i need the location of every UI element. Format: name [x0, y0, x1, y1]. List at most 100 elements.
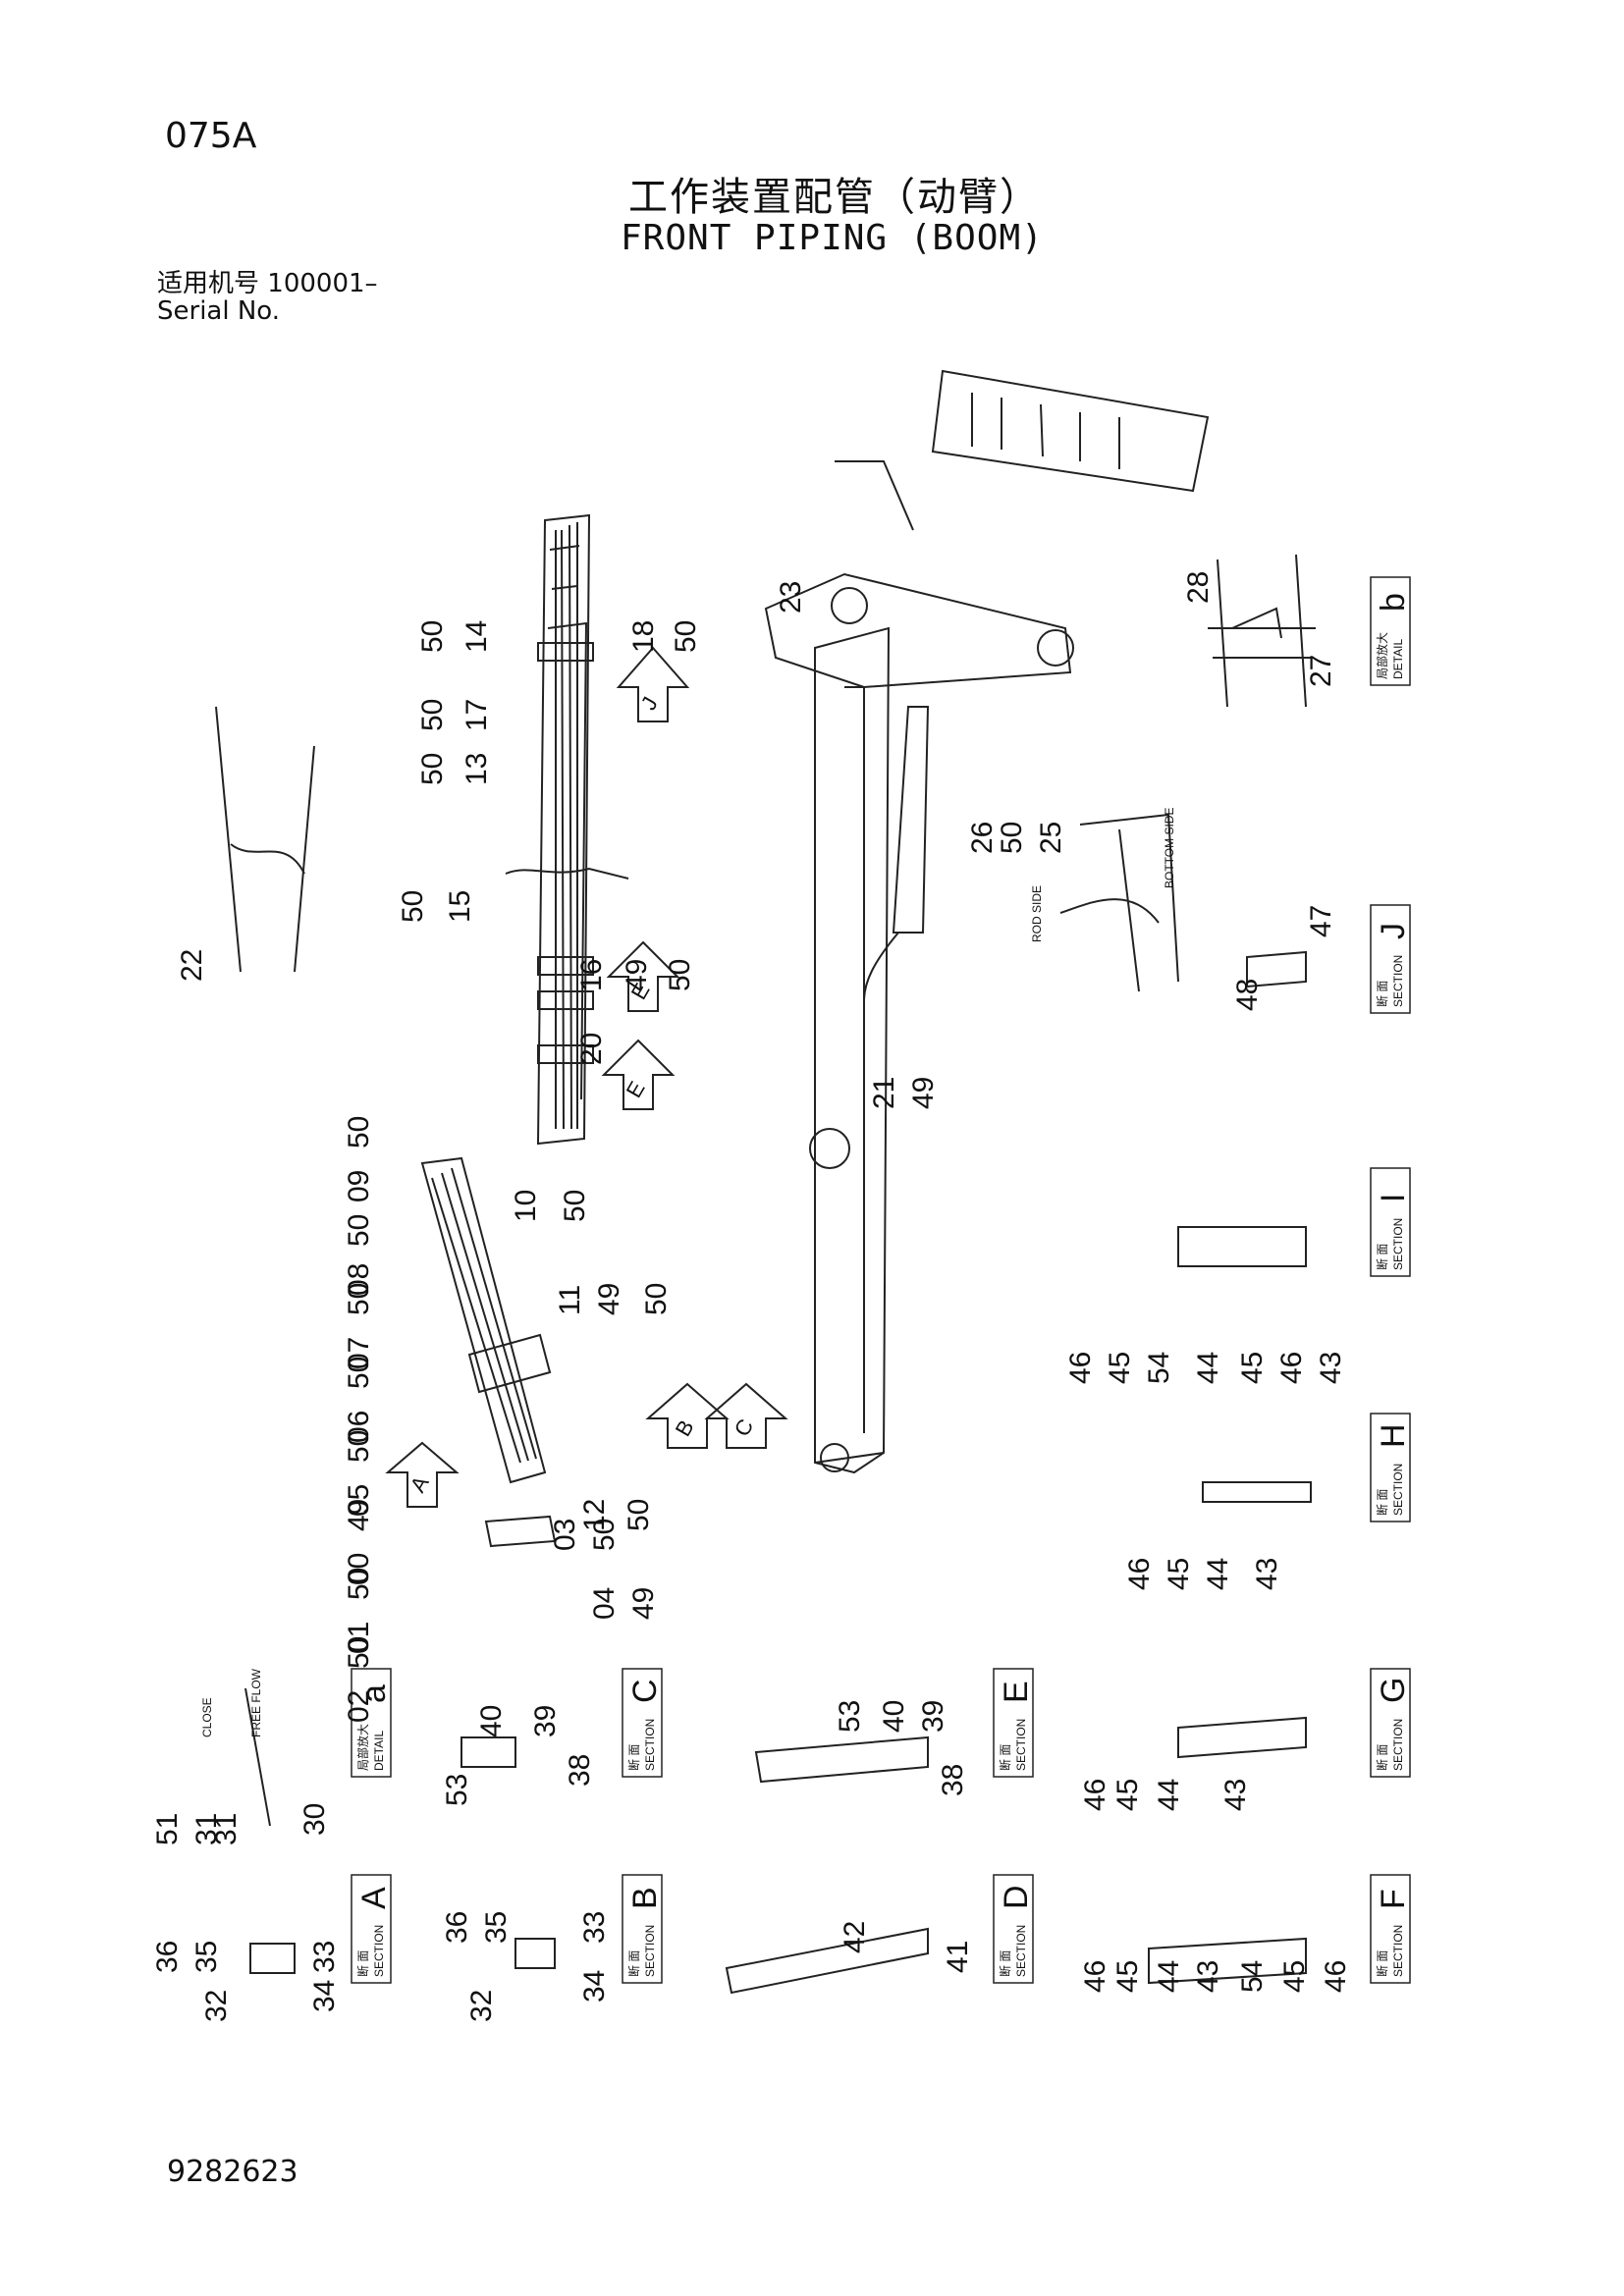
- section-letter: J: [1375, 923, 1412, 939]
- part-callout: 45: [1111, 1779, 1144, 1811]
- part-callout: 20: [575, 1033, 608, 1065]
- part-callout: 44: [1202, 1558, 1234, 1590]
- section-word-en: SECTION: [1391, 1218, 1405, 1270]
- part-callout: 36: [441, 1911, 473, 1944]
- side-hose-drawing: [215, 706, 315, 973]
- part-callout: 42: [839, 1921, 871, 1953]
- section-word-cn: 断 面: [1375, 1244, 1389, 1270]
- hose-guide-detail: [1059, 813, 1179, 992]
- part-callout: 45: [1278, 1960, 1311, 1993]
- part-callout: 23: [775, 581, 807, 614]
- part-callout: 50: [343, 1357, 375, 1389]
- part-callout: 33: [578, 1911, 611, 1944]
- part-callout: 50: [343, 1283, 375, 1315]
- part-callout: 28: [1182, 571, 1215, 604]
- boom-top-view: [931, 369, 1210, 493]
- part-callout: 10: [510, 1190, 542, 1222]
- part-callout: 45: [1163, 1558, 1195, 1590]
- part-callout: 49: [621, 959, 653, 991]
- section-word-cn: 局部放大: [355, 1724, 370, 1771]
- part-callout: 04: [588, 1587, 621, 1620]
- part-callout: 16: [575, 959, 608, 991]
- part-callout: 15: [444, 890, 476, 923]
- section-letter: I: [1375, 1194, 1412, 1202]
- note-rod-side: ROD SIDE: [1030, 885, 1044, 942]
- detail-b-drawing: [1208, 554, 1316, 708]
- section-labels: [351, 576, 1411, 1984]
- part-callout: 49: [343, 1499, 375, 1531]
- part-callout: 11: [554, 1285, 586, 1315]
- part-callout: 35: [190, 1941, 223, 1973]
- section-word-en: SECTION: [643, 1925, 657, 1977]
- part-callout: 50: [343, 1430, 375, 1463]
- part-callout: 33: [308, 1941, 341, 1973]
- part-callout: 53: [441, 1774, 473, 1806]
- section-word-cn: 断 面: [355, 1950, 370, 1977]
- part-callout: 44: [1153, 1960, 1185, 1993]
- part-callout: 08: [343, 1263, 375, 1296]
- part-callout: 50: [416, 699, 449, 731]
- section-word-cn: 断 面: [998, 1744, 1012, 1771]
- section-word-en: SECTION: [1014, 1925, 1028, 1977]
- boom-structure: [764, 460, 1074, 1474]
- part-callout: 46: [1275, 1352, 1308, 1384]
- part-callout: 47: [1305, 905, 1337, 937]
- part-callout: 34: [308, 1980, 341, 2012]
- note-close: CLOSE: [200, 1697, 214, 1737]
- section-letter: b: [1375, 593, 1412, 612]
- part-callout: 46: [1079, 1779, 1111, 1811]
- part-callout: 46: [1079, 1960, 1111, 1993]
- page-code: 075A: [165, 116, 257, 156]
- section-word-en: SECTION: [1391, 955, 1405, 1007]
- section-word-cn: 断 面: [998, 1950, 1012, 1977]
- section-word-en: SECTION: [1014, 1719, 1028, 1771]
- part-callout: 40: [475, 1705, 508, 1737]
- part-callout: 49: [593, 1283, 625, 1315]
- section-letter: E: [998, 1681, 1035, 1703]
- section-word-cn: 断 面: [626, 1950, 641, 1977]
- part-callout: 50: [559, 1190, 591, 1222]
- part-callout: 07: [343, 1337, 375, 1369]
- part-callout: 50: [343, 1568, 375, 1600]
- part-callout: 25: [1035, 822, 1067, 854]
- section-word-cn: 局部放大: [1375, 632, 1389, 679]
- section-word-en: DETAIL: [372, 1731, 386, 1771]
- section-letter: G: [1375, 1678, 1412, 1703]
- part-callout: 50: [664, 959, 696, 991]
- section-word-en: SECTION: [1391, 1925, 1405, 1977]
- view-arrow-letter: E: [622, 1077, 650, 1101]
- serial-number: 100001–: [267, 269, 378, 298]
- view-arrow-letter: C: [730, 1415, 759, 1440]
- part-callout: 30: [298, 1803, 331, 1836]
- part-callout: 45: [1104, 1352, 1136, 1384]
- section-word-en: SECTION: [643, 1719, 657, 1771]
- part-callout: 43: [1192, 1960, 1224, 1993]
- part-callout: 05: [343, 1484, 375, 1517]
- section-letter: B: [626, 1887, 664, 1909]
- section-letter: C: [626, 1679, 664, 1703]
- section-clamp-drawings: [244, 950, 1312, 1995]
- part-callout: 32: [465, 1990, 498, 2022]
- part-callout: 43: [1251, 1558, 1283, 1590]
- part-callout: 46: [1320, 1960, 1352, 1993]
- serial-label-en: Serial No.: [157, 296, 280, 326]
- section-letter: a: [355, 1684, 393, 1703]
- part-callout: 50: [670, 620, 702, 653]
- part-callout: 36: [151, 1941, 184, 1973]
- serial-block: 适用机号 100001– Serial No.: [157, 270, 378, 325]
- part-callout: 21: [868, 1077, 900, 1109]
- title-chinese: 工作装置配管（动臂）: [628, 175, 1041, 220]
- note-bottom-side: BOTTOM SIDE: [1163, 808, 1176, 888]
- section-word-cn: 断 面: [1375, 981, 1389, 1007]
- section-word-en: DETAIL: [1391, 639, 1405, 679]
- part-callout: 50: [416, 620, 449, 653]
- part-callout: 50: [640, 1283, 673, 1315]
- part-callout: 46: [1123, 1558, 1156, 1590]
- part-callout: 49: [627, 1587, 660, 1620]
- part-callout: 43: [1315, 1352, 1347, 1384]
- part-callout: 14: [460, 620, 493, 653]
- part-callout: 46: [1064, 1352, 1097, 1384]
